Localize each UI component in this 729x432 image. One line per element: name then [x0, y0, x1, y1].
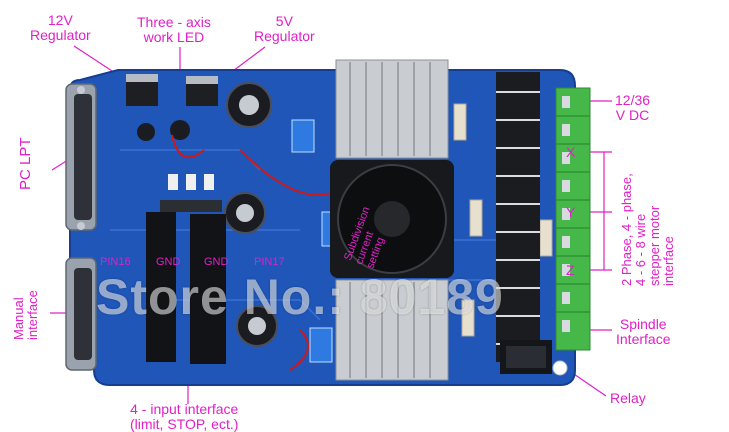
label-5v-regulator: 5V Regulator — [254, 13, 315, 44]
label-axis-x: X — [566, 144, 576, 160]
capacitors — [137, 82, 278, 347]
label-gnd-1: GND — [156, 256, 181, 268]
db15-connector — [65, 257, 97, 371]
store-watermark: Store No.: 80189 — [96, 269, 504, 325]
regulator-5v — [186, 76, 218, 106]
label-stepper-interface: 2 Phase, 4 - phase, 4 - 6 - 8 wire stepp… — [619, 173, 676, 286]
heatsinks — [335, 59, 449, 381]
axis-leds — [168, 174, 214, 190]
mounting-hole — [552, 360, 568, 376]
terminal-block — [555, 87, 591, 351]
label-axis-z: Z — [566, 262, 575, 278]
regulator-12v — [126, 74, 158, 106]
label-12v-regulator: 12V Regulator — [30, 12, 91, 43]
label-spindle-interface: Spindle Interface — [616, 316, 671, 347]
red-wires — [171, 134, 339, 371]
db25-connector — [65, 83, 97, 231]
cooling-fan — [330, 160, 454, 278]
ic-chips — [146, 200, 226, 364]
label-dc-input: 12/36 V DC — [615, 92, 651, 123]
label-manual-interface: Manual interface — [11, 290, 40, 340]
resistors — [453, 103, 553, 337]
label-axis-y: Y — [566, 204, 576, 220]
dip-switches — [291, 119, 345, 363]
label-input-interface: 4 - input interface (limit, STOP, ect.) — [130, 401, 239, 432]
label-pc-lpt: PC LPT — [17, 137, 34, 190]
label-pin16: PIN16 — [100, 256, 131, 268]
label-pin17: PIN17 — [254, 256, 285, 268]
label-relay: Relay — [610, 390, 646, 406]
relay — [500, 340, 552, 374]
label-three-axis-led: Three - axis work LED — [137, 14, 211, 45]
label-gnd-2: GND — [204, 256, 229, 268]
